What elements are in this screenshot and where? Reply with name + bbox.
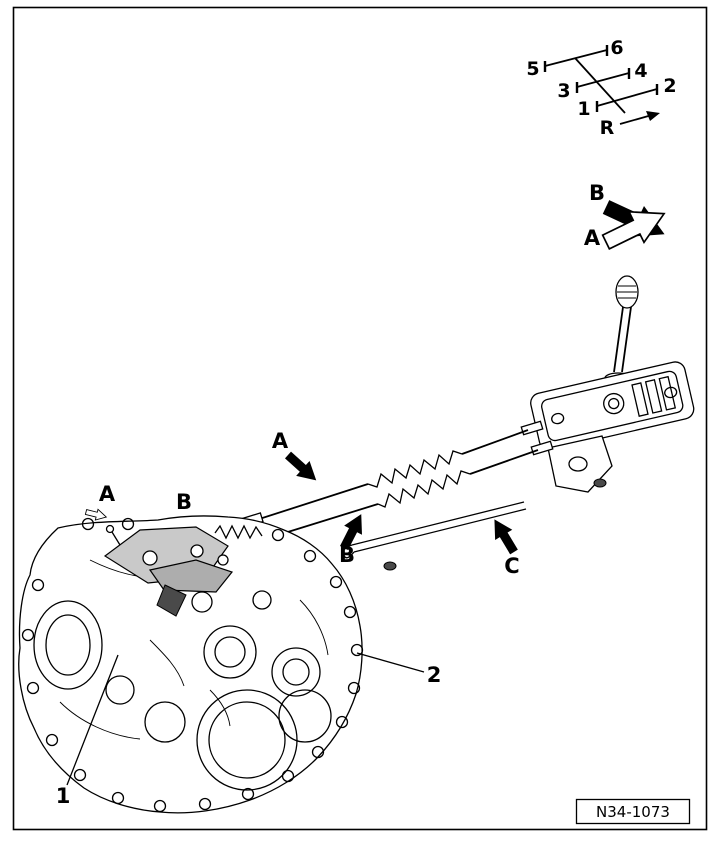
part-2-label: 2: [427, 663, 442, 687]
gear-1-label: 1: [577, 98, 590, 120]
gearbox-a-label: A: [99, 482, 116, 506]
direction-b-label: B: [589, 181, 605, 205]
lever-direction-arrows: B A: [584, 181, 673, 259]
gear-5-label: 5: [526, 58, 539, 80]
reference-code-box: N34-1073: [575, 798, 691, 825]
gear-lever-assembly: [520, 275, 695, 493]
reference-code: N34-1073: [596, 803, 670, 821]
gearbox-drawing: [18, 515, 364, 814]
part-callouts: 2 1: [56, 652, 442, 808]
gear-2-label: 2: [663, 75, 676, 97]
part-1-label: 1: [56, 784, 71, 808]
cable-a-label: A: [272, 429, 289, 453]
gear-r-label: R: [600, 117, 615, 139]
direction-a-label: A: [584, 226, 601, 250]
shift-pattern-diagram: 6 5 4 3 2 1 R: [526, 37, 676, 139]
cable-c-label: C: [504, 554, 519, 578]
cable-b-label: B: [339, 543, 355, 567]
gear-6-label: 6: [610, 37, 623, 59]
gearbox-b-label: B: [176, 490, 192, 514]
gear-4-label: 4: [634, 60, 647, 82]
cable-callout-arrows: A B C: [272, 429, 523, 578]
gearbox-callouts: A B: [84, 482, 192, 523]
gear-3-label: 3: [557, 80, 570, 102]
